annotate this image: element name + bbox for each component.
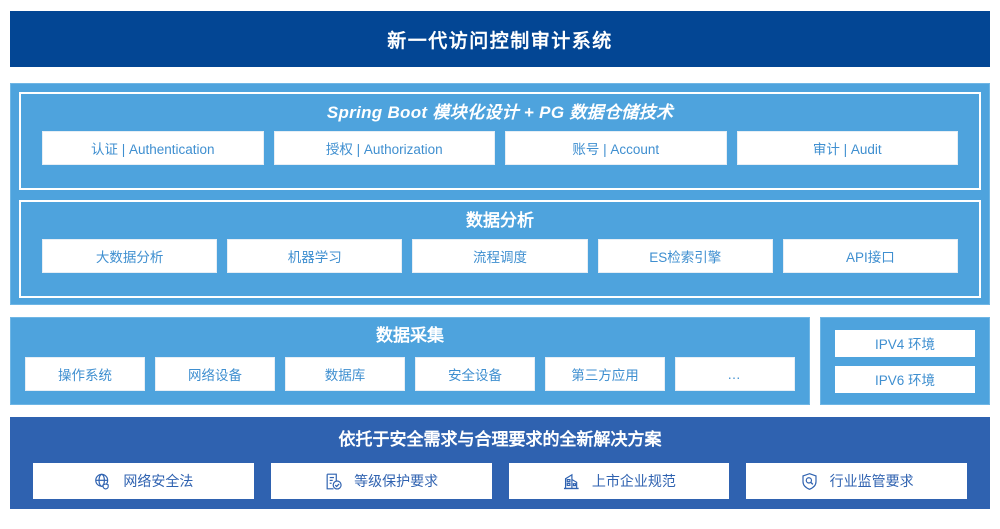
chip-security-device[interactable]: 安全设备 — [415, 357, 535, 391]
data-collection-title: 数据采集 — [376, 326, 444, 345]
chip-third-party-application[interactable]: 第三方应用 — [545, 357, 665, 391]
chip-authentication[interactable]: 认证 | Authentication — [42, 131, 264, 165]
data-analysis-chip-row: 大数据分析 机器学习 流程调度 ES检索引擎 API接口 — [21, 239, 979, 273]
chip-ipv6-environment[interactable]: IPV6 环境 — [835, 365, 975, 393]
chip-listed-enterprise-standard-label: 上市企业规范 — [591, 473, 676, 489]
chip-machine-learning[interactable]: 机器学习 — [227, 239, 403, 273]
chip-big-data-analysis[interactable]: 大数据分析 — [42, 239, 218, 273]
chip-industry-regulation[interactable]: 行业监管要求 — [746, 463, 967, 499]
chip-ipv4-environment[interactable]: IPV4 环境 — [835, 329, 975, 357]
bank-building-icon — [562, 472, 581, 491]
data-analysis-group: 数据分析 大数据分析 机器学习 流程调度 ES检索引擎 API接口 — [19, 200, 981, 298]
solution-chip-row: 网络安全法 等级保护要求 — [11, 463, 989, 499]
chip-authorization[interactable]: 授权 | Authorization — [273, 131, 495, 165]
chip-cybersecurity-law[interactable]: 网络安全法 — [33, 463, 254, 499]
ip-environment-panel: IPV4 环境 IPV6 环境 — [820, 317, 990, 405]
chip-industry-regulation-label: 行业监管要求 — [829, 473, 914, 489]
page-title: 新一代访问控制审计系统 — [387, 30, 613, 52]
solution-panel-title: 依托于安全需求与合理要求的全新解决方案 — [338, 430, 662, 449]
shield-search-icon — [800, 472, 819, 491]
spring-boot-chip-row: 认证 | Authentication 授权 | Authorization 账… — [21, 131, 979, 165]
chip-api-interface[interactable]: API接口 — [782, 239, 959, 273]
chip-classified-protection-label: 等级保护要求 — [354, 473, 439, 489]
chip-network-device[interactable]: 网络设备 — [155, 357, 275, 391]
system-title-banner: 新一代访问控制审计系统 — [10, 11, 990, 67]
data-analysis-group-title: 数据分析 — [466, 211, 534, 230]
solution-panel: 依托于安全需求与合理要求的全新解决方案 网络安全法 — [10, 417, 990, 509]
chip-audit[interactable]: 审计 | Audit — [736, 131, 958, 165]
chip-es-search-engine[interactable]: ES检索引擎 — [597, 239, 773, 273]
globe-shield-icon — [93, 472, 112, 491]
document-check-icon — [324, 472, 343, 491]
data-collection-chip-row: 操作系统 网络设备 数据库 安全设备 第三方应用 … — [11, 357, 809, 391]
chip-operating-system[interactable]: 操作系统 — [25, 357, 145, 391]
spring-boot-group: Spring Boot 模块化设计 + PG 数据仓储技术 认证 | Authe… — [19, 92, 981, 190]
chip-more-ellipsis[interactable]: … — [675, 357, 795, 391]
chip-process-scheduling[interactable]: 流程调度 — [412, 239, 588, 273]
chip-listed-enterprise-standard[interactable]: 上市企业规范 — [508, 463, 730, 499]
chip-account[interactable]: 账号 | Account — [505, 131, 727, 165]
platform-panel: Spring Boot 模块化设计 + PG 数据仓储技术 认证 | Authe… — [10, 83, 990, 305]
chip-classified-protection[interactable]: 等级保护要求 — [270, 463, 492, 499]
spring-boot-group-title: Spring Boot 模块化设计 + PG 数据仓储技术 — [326, 103, 674, 122]
data-collection-panel: 数据采集 操作系统 网络设备 数据库 安全设备 第三方应用 … — [10, 317, 810, 405]
chip-database[interactable]: 数据库 — [285, 357, 405, 391]
chip-cybersecurity-law-label: 网络安全法 — [123, 473, 194, 489]
